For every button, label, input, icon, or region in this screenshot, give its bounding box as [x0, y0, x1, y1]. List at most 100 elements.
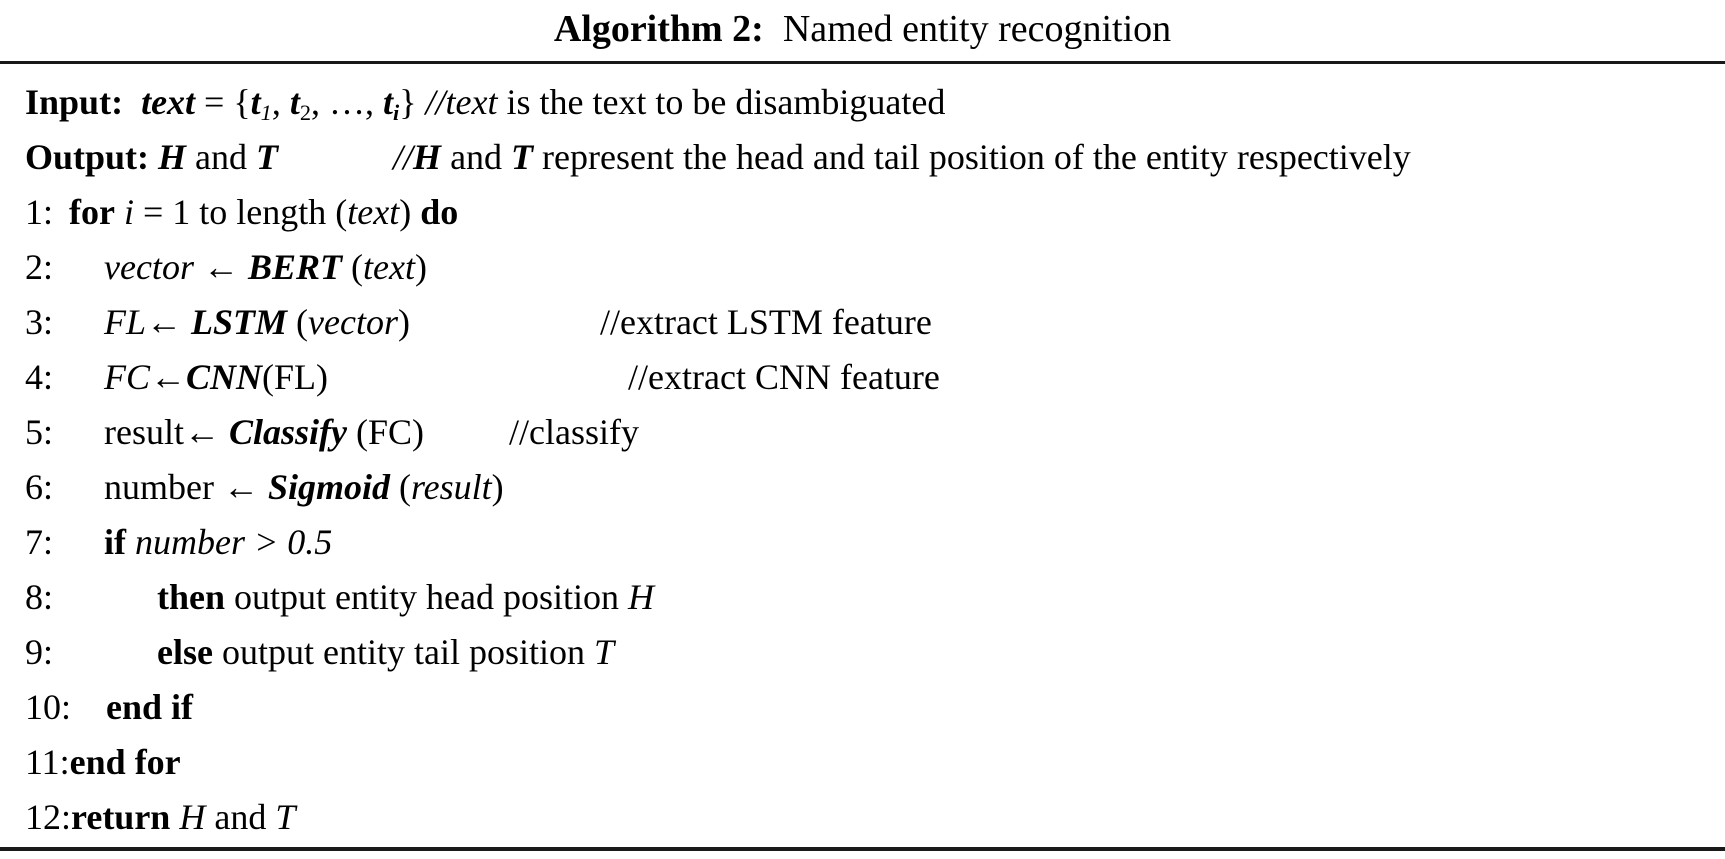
line-number: 10:: [25, 687, 72, 727]
identifier-T: T: [511, 137, 534, 177]
conjunction-text: and: [186, 137, 257, 177]
function-sigmoid: Sigmoid: [267, 467, 390, 507]
code-text: (FL): [262, 357, 329, 397]
arrow-operator: ←: [150, 357, 187, 397]
algo-line-4: 4: FC←CNN(FL) //extract CNN feature: [25, 350, 1717, 405]
separator-text: ,: [271, 82, 290, 122]
spacer-text: [115, 192, 124, 232]
algo-line-8: 8:then output entity head position H: [25, 570, 1717, 625]
line-number: 4:: [25, 357, 54, 397]
code-text: (: [390, 467, 411, 507]
spacer-text: [126, 522, 135, 562]
spacer-text: [123, 82, 141, 122]
algo-line-10: 10: end if: [25, 680, 1717, 735]
line-number: 6:: [25, 467, 54, 507]
algorithm-title: Algorithm 2: Named entity recognition: [0, 0, 1725, 61]
algorithm-title-text: Named entity recognition: [763, 8, 1172, 50]
identifier-t1: t: [250, 82, 261, 122]
function-classify: Classify: [228, 412, 347, 452]
identifier-ti: t: [382, 82, 393, 122]
comment-text: is the text to be disambiguated: [497, 82, 946, 122]
code-text: ): [399, 192, 421, 232]
identifier-H: H: [179, 797, 206, 837]
identifier-H: H: [627, 577, 654, 617]
line-number: 9:: [25, 632, 54, 672]
code-text: ): [491, 467, 504, 507]
keyword-do: do: [420, 192, 459, 232]
identifier-text: text: [141, 82, 196, 122]
algorithm-body: Input: text = {t1, t2, …, ti} //text is …: [0, 64, 1725, 845]
identifier-i: i: [123, 192, 134, 232]
comment-marker: //text: [425, 82, 498, 122]
identifier-text: text: [347, 192, 400, 232]
spacer-text: [170, 797, 179, 837]
code-text: = 1 to length (: [133, 192, 348, 232]
subscript-1: 1: [260, 100, 272, 126]
comment-text: and: [441, 137, 512, 177]
top-rule: [0, 61, 1725, 64]
condition-text: number > 0.5: [135, 522, 333, 562]
identifier-t2: t: [289, 82, 300, 122]
identifier-FL: FL: [104, 302, 147, 342]
algo-line-11: 11:end for: [25, 735, 1717, 790]
line-number: 1:: [25, 192, 54, 232]
function-cnn: CNN: [186, 357, 263, 397]
keyword-return: return: [71, 797, 171, 837]
code-text: output entity tail position: [212, 632, 594, 672]
algo-line-1: 1:for i = 1 to length (text) do: [25, 185, 1717, 240]
code-text: ): [397, 302, 410, 342]
algo-line-5: 5: result← Classify (FC) //classify: [25, 405, 1717, 460]
line-number: 12:: [25, 797, 72, 837]
keyword-if: if: [104, 522, 126, 562]
line-number: 3:: [25, 302, 54, 342]
keyword-else: else: [157, 632, 213, 672]
identifier-T: T: [275, 797, 296, 837]
bottom-rule: [0, 847, 1725, 851]
line-number: 2:: [25, 247, 54, 287]
algorithm-title-label: Algorithm 2:: [553, 8, 764, 50]
line-number: 11:: [25, 742, 70, 782]
identifier-text: text: [362, 247, 415, 287]
algo-line-2: 2:vector ← BERT (text): [25, 240, 1717, 295]
comment-text: //extract LSTM feature: [599, 302, 932, 342]
line-number: 7:: [25, 522, 54, 562]
function-bert: BERT: [247, 247, 342, 287]
ellipsis-text: , …,: [310, 82, 383, 122]
arrow-operator: ←: [146, 302, 192, 342]
comment-text: //extract CNN feature: [628, 357, 940, 397]
algo-line-6: 6: number ← Sigmoid (result): [25, 460, 1717, 515]
code-text: ): [414, 247, 427, 287]
identifier-H: H: [413, 137, 442, 177]
algo-line-7: 7: if number > 0.5: [25, 515, 1717, 570]
identifier-vector: vector: [308, 302, 398, 342]
brace-text: }: [399, 82, 426, 122]
comment-marker: //: [393, 137, 414, 177]
subscript-2: 2: [299, 100, 311, 126]
spacer-text: [149, 137, 158, 177]
operator-text: = {: [195, 82, 251, 122]
identifier-T: T: [256, 137, 279, 177]
arrow-operator: ←: [193, 247, 248, 287]
line-number: 8:: [25, 577, 54, 617]
comment-text: represent the head and tail position of …: [533, 137, 1411, 177]
subscript-i: i: [393, 100, 400, 126]
identifier-T: T: [593, 632, 614, 672]
line-number: 5:: [25, 412, 54, 452]
conjunction-text: and: [205, 797, 276, 837]
code-text: output entity head position: [225, 577, 628, 617]
identifier-result: result: [411, 467, 492, 507]
code-text: (: [287, 302, 309, 342]
keyword-output: Output:: [25, 137, 150, 177]
code-text: number ←: [104, 467, 268, 507]
code-text: result←: [104, 412, 229, 452]
keyword-end-for: end for: [69, 742, 181, 782]
function-lstm: LSTM: [191, 302, 288, 342]
algo-line-9: 9: else output entity tail position T: [25, 625, 1717, 680]
code-text: (FC): [347, 412, 425, 452]
algo-line-12: 12:return H and T: [25, 790, 1717, 845]
algo-line-input: Input: text = {t1, t2, …, ti} //text is …: [25, 75, 1717, 130]
identifier-FC: FC: [104, 357, 151, 397]
keyword-end-if: end if: [106, 687, 194, 727]
comment-text: //classify: [509, 412, 639, 452]
